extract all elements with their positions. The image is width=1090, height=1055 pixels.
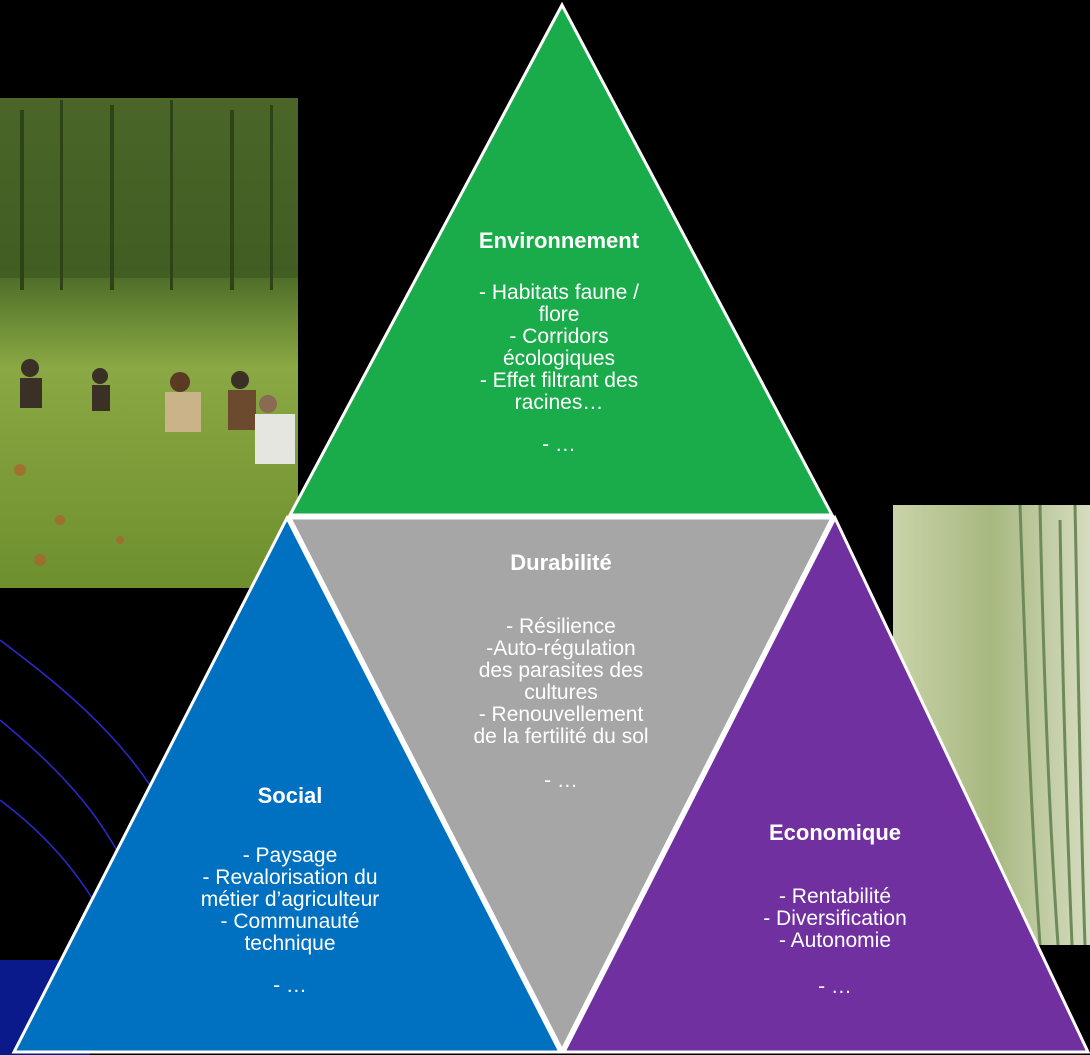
economique-title: Economique [768, 820, 901, 845]
triangle-social [11, 514, 563, 1054]
social-text: Social - Paysage - Revalorisation du mét… [150, 785, 430, 997]
environnement-line: racines… [514, 391, 604, 414]
economique-line: - Rentabilité [778, 885, 892, 908]
environnement-line: - Habitats faune / [479, 281, 639, 304]
social-etc: - … [273, 974, 307, 997]
economique-etc: - … [818, 975, 852, 998]
durabilite-line: -Auto-régulation [486, 637, 636, 660]
environnement-line: écologiques [502, 347, 616, 370]
economique-line: - Diversification [763, 907, 907, 930]
environnement-line: - Effet filtrant des [479, 369, 639, 392]
durabilite-line: de la fertilité du sol [473, 725, 649, 748]
social-line: - Communauté [220, 910, 360, 933]
durabilite-etc: - … [544, 769, 578, 792]
social-title: Social [257, 783, 323, 808]
social-line: technique [244, 932, 336, 955]
environnement-line: - Corridors [509, 325, 609, 348]
durabilite-text: Durabilité - Résilience -Auto-régulation… [432, 552, 690, 792]
field-photo [0, 98, 298, 588]
durabilite-line: des parasites des [478, 659, 644, 682]
durabilite-title: Durabilité [510, 550, 612, 575]
environnement-etc: - … [542, 433, 576, 456]
social-line: - Paysage [242, 844, 338, 867]
economique-text: Economique - Rentabilité - Diversificati… [705, 822, 965, 998]
durabilite-line: cultures [524, 681, 598, 704]
triangle-durabilite [287, 516, 835, 1054]
environnement-title: Environnement [478, 228, 640, 253]
triangle-environnement [287, 1, 835, 517]
people [20, 359, 295, 464]
durabilite-line: - Renouvellement [478, 703, 644, 726]
durabilite-line: - Résilience [506, 615, 616, 638]
social-line: métier d’agriculteur [200, 888, 380, 911]
social-line: - Revalorisation du [202, 866, 378, 889]
environnement-line: flore [538, 303, 580, 326]
environnement-text: Environnement - Habitats faune / flore -… [430, 230, 688, 456]
economique-line: - Autonomie [778, 929, 892, 952]
triangle-economique [561, 514, 1090, 1054]
